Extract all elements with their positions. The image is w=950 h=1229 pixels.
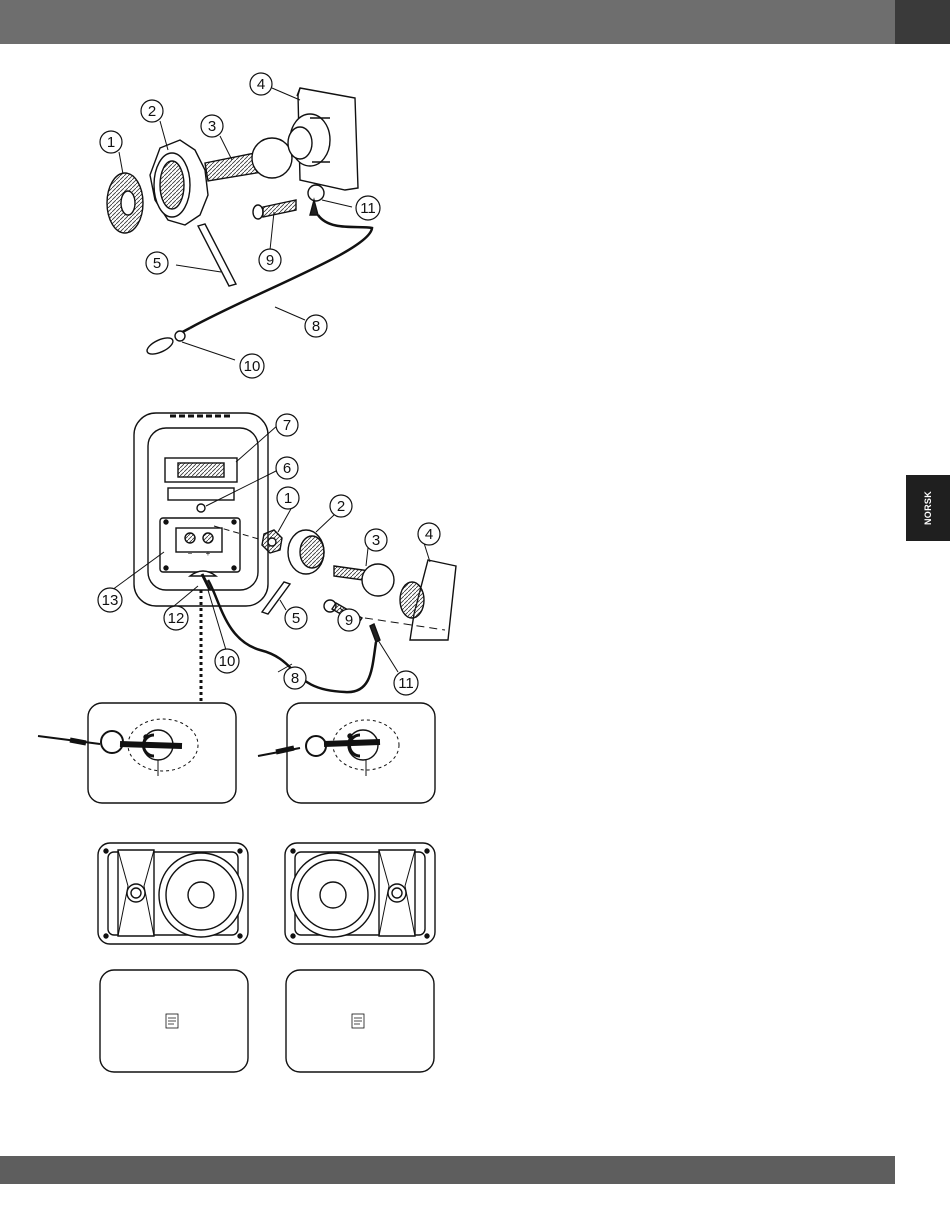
- callout-asm-8: 8: [291, 670, 299, 687]
- callout-asm-7: 7: [283, 417, 291, 434]
- callout-asm-1: 1: [284, 490, 292, 507]
- callout-kit-11: 11: [360, 200, 376, 217]
- callout-asm-6: 6: [283, 460, 291, 477]
- callout-kit-1: 1: [107, 134, 115, 151]
- callout-asm-11: 11: [398, 675, 414, 692]
- mounting-kit-figure: [107, 88, 372, 357]
- part-mounting-plate: [288, 88, 358, 190]
- callout-asm-9: 9: [345, 612, 353, 629]
- callout-asm-3: 3: [372, 532, 380, 549]
- part-ball-stud-2: [334, 564, 394, 596]
- svg-text:+: +: [206, 549, 211, 558]
- part-pin: [198, 224, 236, 286]
- callout-kit-8: 8: [312, 318, 320, 335]
- callout-kit-3: 3: [208, 118, 216, 135]
- callout-asm-2: 2: [337, 498, 345, 515]
- callout-asm-5: 5: [292, 610, 300, 627]
- part-screw: [253, 200, 296, 219]
- part-lock-washer: [107, 173, 143, 233]
- callout-asm-12: 12: [168, 610, 185, 627]
- front-view-left: [98, 843, 248, 944]
- speaker-assembly-figure: − +: [134, 413, 456, 708]
- part-mounting-plate-2: [400, 560, 456, 640]
- callout-kit-10: 10: [244, 358, 261, 375]
- callout-asm-10: 10: [219, 653, 236, 670]
- front-view-right: [285, 843, 435, 944]
- part-terminal-2: [370, 624, 380, 642]
- callout-asm-13: 13: [102, 592, 119, 609]
- wire-detail-left: [38, 703, 236, 803]
- wire-detail-right: [258, 703, 435, 803]
- part-knurled-nut: [150, 140, 208, 225]
- callout-kit-9: 9: [266, 252, 274, 269]
- callout-asm-4: 4: [425, 526, 433, 543]
- part-knurled-nut-2: [288, 530, 324, 574]
- callout-kit-4: 4: [257, 76, 265, 93]
- part-terminal: [308, 185, 324, 215]
- grille-view-right: [286, 970, 434, 1072]
- callout-kit-5: 5: [153, 255, 161, 272]
- svg-text:−: −: [188, 549, 193, 558]
- part-ball-stud: [205, 138, 292, 181]
- grille-view-left: [100, 970, 248, 1072]
- callout-kit-2: 2: [148, 103, 156, 120]
